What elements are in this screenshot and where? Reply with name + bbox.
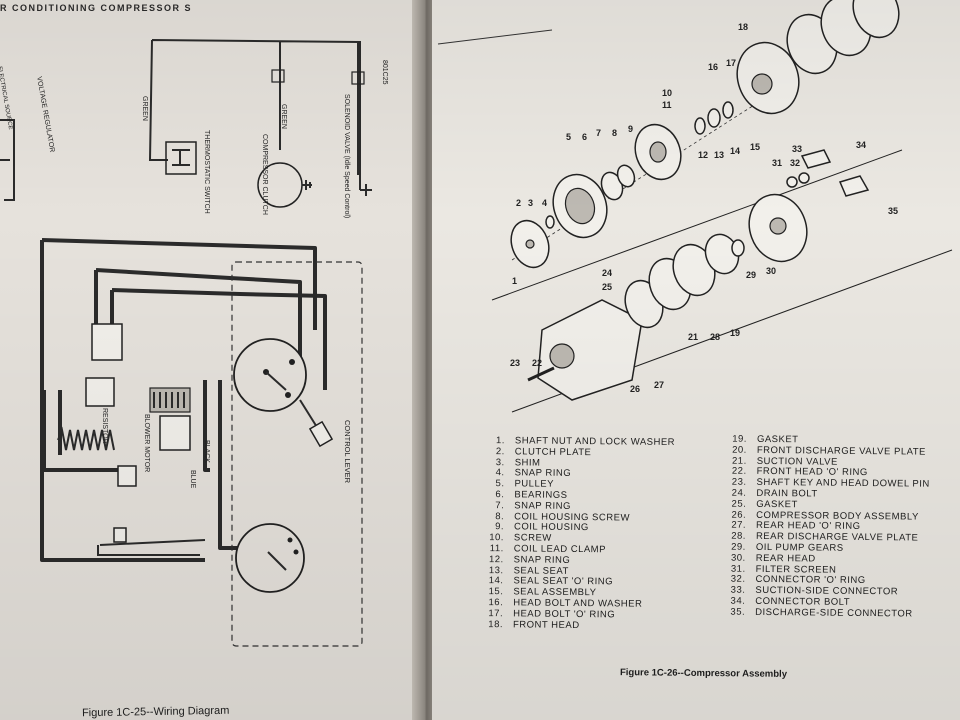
- callout-22: 22: [532, 358, 542, 368]
- compressor-body-icon: [537, 299, 643, 401]
- callout-numbers: 1 2 3 4 5 6 7 8 9 10 11 12 13 14 15 16 1…: [510, 22, 898, 394]
- resistor-icon: [57, 426, 115, 451]
- callout-10: 10: [662, 88, 672, 98]
- callout-4: 4: [542, 198, 547, 208]
- label-solenoid-valve: SOLENOID VALVE (Idle Speed Control): [343, 94, 350, 219]
- callout-19: 19: [730, 328, 740, 338]
- callout-13: 13: [714, 150, 724, 160]
- callout-17: 17: [726, 58, 736, 68]
- callout-34: 34: [856, 140, 866, 150]
- control-box-outline: [231, 261, 363, 647]
- blower-motor-icon: [159, 415, 191, 451]
- right-page: 1 2 3 4 5 6 7 8 9 10 11 12 13 14 15 16 1…: [432, 0, 960, 720]
- callout-5: 5: [566, 132, 571, 142]
- compressor-figure-caption: Figure 1C-26--Compressor Assembly: [619, 667, 788, 680]
- callout-7: 7: [596, 128, 601, 138]
- page-header: R CONDITIONING COMPRESSOR S: [0, 3, 193, 13]
- switch-dial-icon-2: [235, 523, 305, 593]
- left-page: R CONDITIONING COMPRESSOR S: [0, 0, 428, 720]
- legend-row: 35.DISCHARGE-SIDE CONNECTOR: [730, 606, 913, 620]
- callout-11: 11: [662, 100, 672, 110]
- label-compressor-clutch: COMPRESSOR CLUTCH: [261, 134, 268, 215]
- wiring-diagram: [0, 39, 372, 647]
- callout-29: 29: [746, 270, 756, 280]
- label-green-1: GREEN: [141, 96, 148, 121]
- callout-30: 30: [766, 266, 776, 276]
- switch-block-icon: [85, 377, 115, 407]
- callout-8: 8: [612, 128, 617, 138]
- callout-12: 12: [698, 150, 708, 160]
- parts-legend-col-2: 19.GASKET 20.FRONT DISCHARGE VALVE PLATE…: [723, 434, 960, 621]
- label-blower-motor: BLOWER MOTOR: [143, 414, 150, 473]
- callout-1: 1: [512, 276, 517, 286]
- callout-28: 28: [710, 332, 720, 342]
- callout-25: 25: [602, 282, 612, 292]
- callout-26: 26: [630, 384, 640, 394]
- label-black: BLACK: [203, 440, 210, 463]
- label-blue: BLUE: [189, 470, 196, 489]
- callout-18: 18: [738, 22, 748, 32]
- callout-2: 2: [516, 198, 521, 208]
- callout-14: 14: [730, 146, 740, 156]
- label-thermostatic-switch: THERMOSTATIC SWITCH: [203, 130, 210, 214]
- callout-9: 9: [628, 124, 633, 134]
- callout-3: 3: [528, 198, 533, 208]
- callout-16: 16: [708, 62, 718, 72]
- callout-31: 31: [772, 158, 782, 168]
- label-resistor: RESISTOR: [101, 408, 108, 444]
- callout-27: 27: [654, 380, 664, 390]
- label-control-lever: CONTROL LEVER: [343, 420, 352, 484]
- compressor-exploded-view: 1 2 3 4 5 6 7 8 9 10 11 12 13 14 15 16 1…: [437, 0, 953, 413]
- label-green-2: GREEN: [280, 104, 287, 129]
- callout-21: 21: [688, 332, 698, 342]
- parts-legend-col-1: 1.SHAFT NUT AND LOCK WASHER 2.CLUTCH PLA…: [481, 435, 733, 633]
- callout-6: 6: [582, 132, 587, 142]
- thermostatic-switch-icon: [165, 141, 197, 175]
- legend-row: 18.FRONT HEAD: [488, 618, 580, 631]
- connector-block-icon: [91, 323, 123, 361]
- callout-35: 35: [888, 206, 898, 216]
- callout-33: 33: [792, 144, 802, 154]
- callout-15: 15: [750, 142, 760, 152]
- wiring-figure-caption: Figure 1C-25--Wiring Diagram: [81, 704, 230, 720]
- callout-24: 24: [602, 268, 612, 278]
- callout-32: 32: [790, 158, 800, 168]
- callout-23: 23: [510, 358, 520, 368]
- label-fig-code: 801C25: [381, 60, 388, 85]
